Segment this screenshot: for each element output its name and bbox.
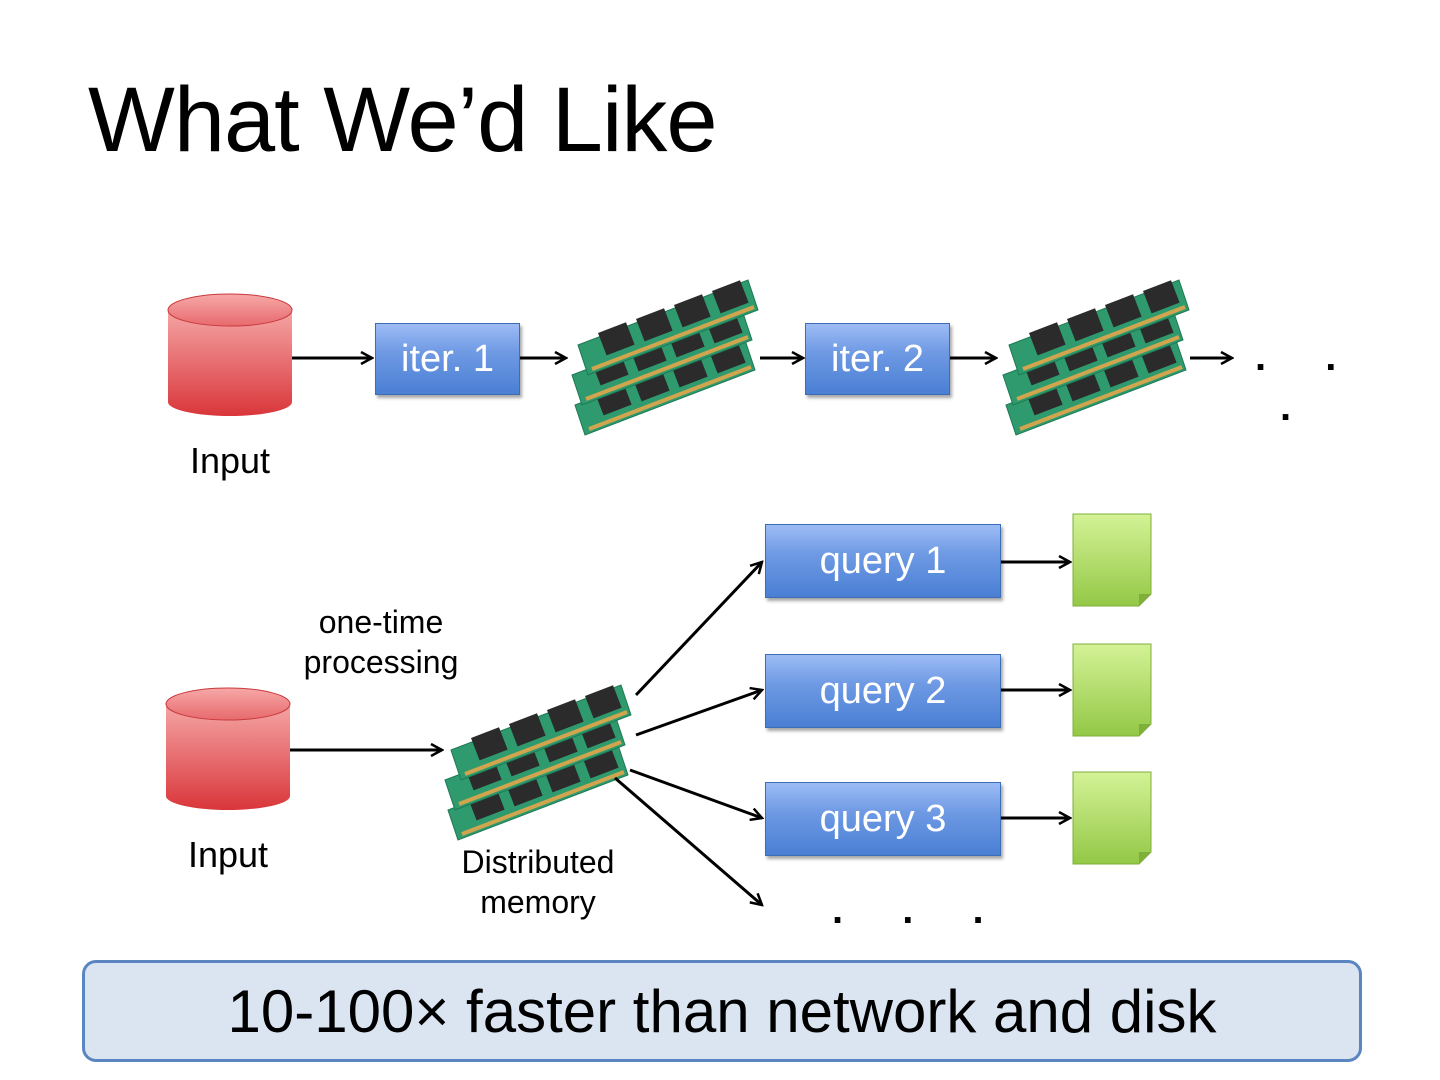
input-label: Input: [187, 834, 269, 875]
document-note-icon: [1072, 643, 1152, 737]
document-note-icon: [1072, 771, 1152, 865]
edge-label: one-time processing: [303, 604, 459, 680]
continuation-dots: . . .: [832, 888, 1008, 932]
step-box-iter-1: iter. 1: [375, 323, 520, 395]
query-box-3: query 3: [765, 782, 1001, 856]
query-box-1: query 1: [765, 524, 1001, 598]
step-box-iter-2: iter. 2: [805, 323, 950, 395]
arrow: [614, 776, 762, 905]
input-label: Input: [189, 440, 271, 481]
callout-text: 10-100× faster than network and disk: [227, 977, 1217, 1045]
continuation-dot: .: [1280, 385, 1316, 429]
callout-box: 10-100× faster than network and disk: [82, 960, 1362, 1062]
ram-modules-icon: [443, 683, 633, 842]
arrow: [635, 690, 762, 737]
database-cylinder-icon: [165, 687, 291, 811]
query-box-2: query 2: [765, 654, 1001, 728]
slide-title: What We’d Like: [88, 69, 718, 171]
ram-modules-icon: [570, 278, 760, 437]
memory-label: Distributed memory: [461, 844, 615, 920]
document-note-icon: [1072, 513, 1152, 607]
database-cylinder-icon: [167, 293, 293, 417]
continuation-dots-row: . .: [1255, 335, 1361, 379]
arrow: [629, 768, 762, 818]
arrow: [634, 562, 762, 697]
ram-modules-icon: [1001, 278, 1191, 437]
